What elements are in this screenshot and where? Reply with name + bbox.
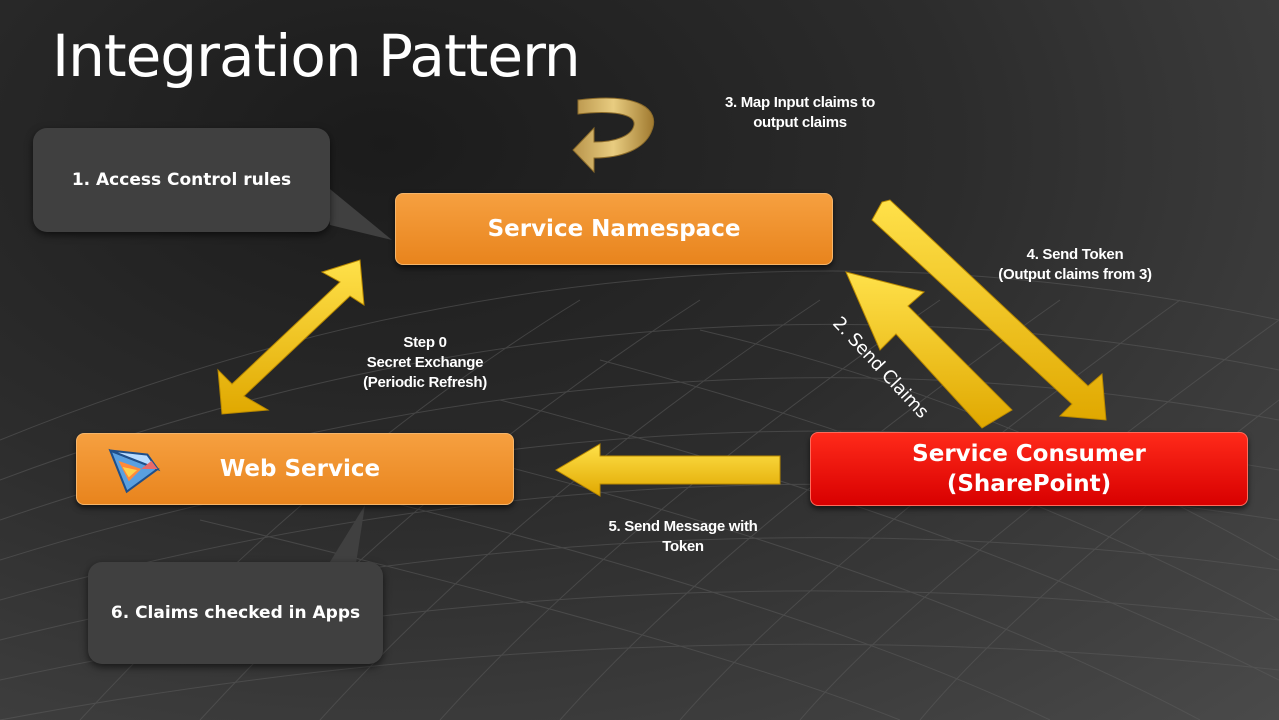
claims-checked-callout-text: 6. Claims checked in Apps xyxy=(110,603,361,623)
access-control-callout: 1. Access Control rules xyxy=(33,128,330,232)
send-token-label-line1: 4. Send Token xyxy=(1026,246,1124,263)
send-message-arrow xyxy=(555,443,781,497)
service-consumer-label-line1: Service Consumer xyxy=(912,441,1146,467)
web-service-prism-icon xyxy=(108,448,161,494)
access-control-callout-tail xyxy=(325,185,392,240)
page-title: Integration Pattern xyxy=(52,22,581,90)
access-control-callout-text: 1. Access Control rules xyxy=(71,170,292,190)
map-claims-label: 3. Map Input claims to output claims xyxy=(680,93,920,133)
send-token-label: 4. Send Token (Output claims from 3) xyxy=(960,245,1190,285)
service-consumer-label-line2: (SharePoint) xyxy=(946,471,1112,497)
send-message-label-line1: 5. Send Message with xyxy=(608,518,758,535)
step0-label-line1: Step 0 xyxy=(403,334,447,351)
send-claims-arrow xyxy=(845,271,1013,429)
send-message-label: 5. Send Message with Token xyxy=(570,517,796,557)
map-claims-label-line1: 3. Map Input claims to xyxy=(724,94,876,111)
claims-checked-callout-tail xyxy=(325,505,365,570)
step0-label-line3: (Periodic Refresh) xyxy=(363,374,487,391)
step0-label-line2: Secret Exchange xyxy=(366,354,484,371)
step0-label: Step 0 Secret Exchange (Periodic Refresh… xyxy=(330,333,520,393)
circular-arrow-icon xyxy=(572,97,655,174)
claims-checked-callout: 6. Claims checked in Apps xyxy=(88,562,383,664)
service-namespace-label: Service Namespace xyxy=(487,216,741,242)
send-message-label-line2: Token xyxy=(662,538,704,555)
send-token-label-line2: (Output claims from 3) xyxy=(998,266,1152,283)
send-token-arrow xyxy=(871,199,1107,421)
web-service-label: Web Service xyxy=(219,456,381,482)
map-claims-label-line2: output claims xyxy=(753,114,847,131)
service-namespace-box: Service Namespace xyxy=(395,193,833,265)
step0-double-arrow xyxy=(217,259,365,415)
service-consumer-box: Service Consumer (SharePoint) xyxy=(810,432,1248,506)
